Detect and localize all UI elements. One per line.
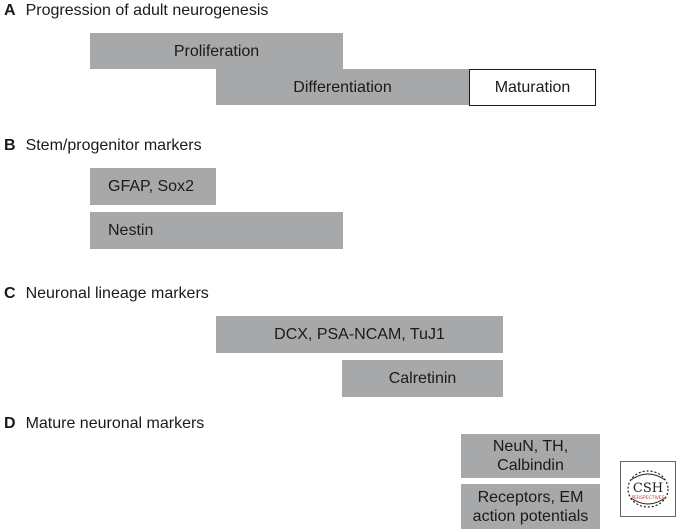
proliferation-bar: Proliferation (90, 33, 343, 69)
section-b-letter: B (4, 137, 16, 154)
section-c-heading: Neuronal lineage markers (25, 285, 209, 302)
section-d-title: D Mature neuronal markers (4, 415, 204, 433)
neun-th-label: NeuN, TH, (492, 438, 569, 455)
receptors-bar: Receptors, EM action potentials (461, 484, 600, 529)
differentiation-bar: Differentiation (216, 69, 469, 105)
maturation-box: Maturation (469, 69, 596, 106)
section-b-title: B Stem/progenitor markers (4, 137, 202, 155)
csh-perspectives-logo: CSH PERSPECTIVES (620, 461, 676, 517)
section-b-heading: Stem/progenitor markers (25, 137, 202, 154)
csh-logo-subtext: PERSPECTIVES (631, 495, 664, 501)
maturation-label: Maturation (494, 79, 571, 96)
receptors-em-label: Receptors, EM (477, 488, 584, 506)
differentiation-label: Differentiation (293, 78, 392, 96)
calretinin-label: Calretinin (388, 370, 457, 387)
action-potentials-label: action potentials (472, 507, 589, 525)
section-a-heading: Progression of adult neurogenesis (25, 2, 269, 19)
gfap-sox2-label: GFAP, Sox2 (108, 178, 194, 195)
dcx-psa-ncam-tuj1-bar: DCX, PSA-NCAM, TuJ1 (216, 316, 503, 353)
proliferation-label: Proliferation (173, 42, 260, 60)
section-d-heading: Mature neuronal markers (25, 415, 205, 432)
calbindin-label: Calbindin (497, 457, 564, 474)
dcx-psa-ncam-tuj1-label: DCX, PSA-NCAM, TuJ1 (274, 326, 445, 343)
csh-logo-text: CSH (633, 481, 663, 496)
gfap-sox2-bar: GFAP, Sox2 (90, 168, 216, 205)
neun-th-calbindin-bar: NeuN, TH, Calbindin (461, 434, 600, 478)
section-d-letter: D (4, 415, 16, 432)
section-a-letter: A (4, 2, 16, 19)
section-a-title: A Progression of adult neurogenesis (4, 2, 268, 20)
csh-logo-graphic: CSH PERSPECTIVES (627, 470, 669, 508)
calretinin-bar: Calretinin (342, 360, 503, 397)
section-c-letter: C (4, 285, 16, 302)
nestin-bar: Nestin (90, 212, 343, 249)
section-c-title: C Neuronal lineage markers (4, 285, 209, 303)
nestin-label: Nestin (108, 222, 154, 239)
